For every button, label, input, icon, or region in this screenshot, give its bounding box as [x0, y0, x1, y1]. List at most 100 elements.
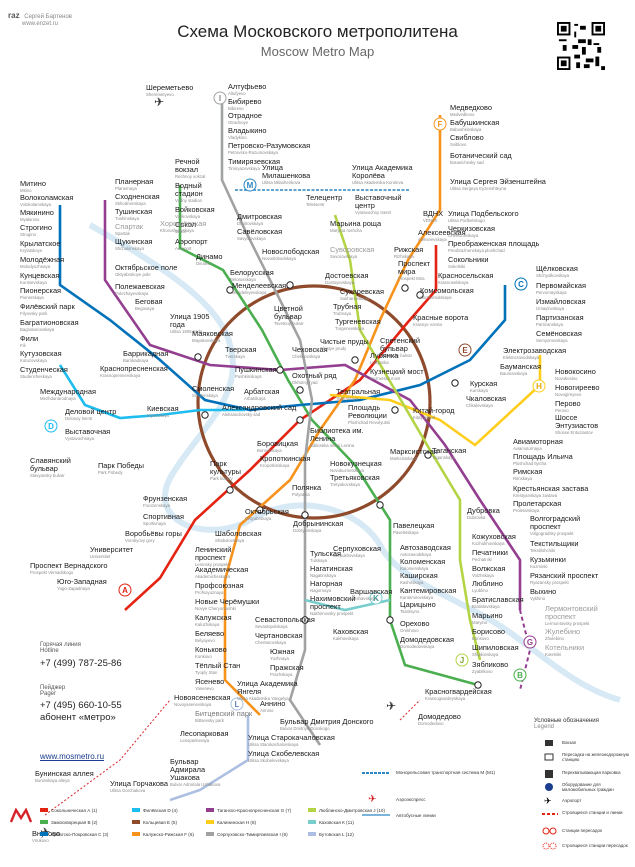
pager-number[interactable]: +7 (495) 660-10-55 [40, 700, 122, 711]
website-link[interactable]: www.mosmetro.ru [40, 752, 105, 761]
